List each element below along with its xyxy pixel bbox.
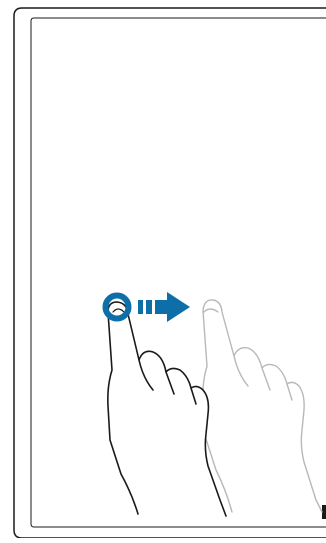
hand-end-icon [203, 300, 322, 512]
device-frame-icon [14, 8, 326, 538]
arrow-dash-1 [138, 300, 143, 314]
arrow-head [167, 292, 190, 322]
swipe-arrow-icon [138, 292, 190, 322]
device-screen-edge [31, 18, 326, 527]
device-outer-edge [14, 8, 326, 538]
hand-start-icon [108, 302, 226, 516]
arrow-shaft [155, 300, 168, 314]
arrow-dash-2 [146, 300, 152, 314]
